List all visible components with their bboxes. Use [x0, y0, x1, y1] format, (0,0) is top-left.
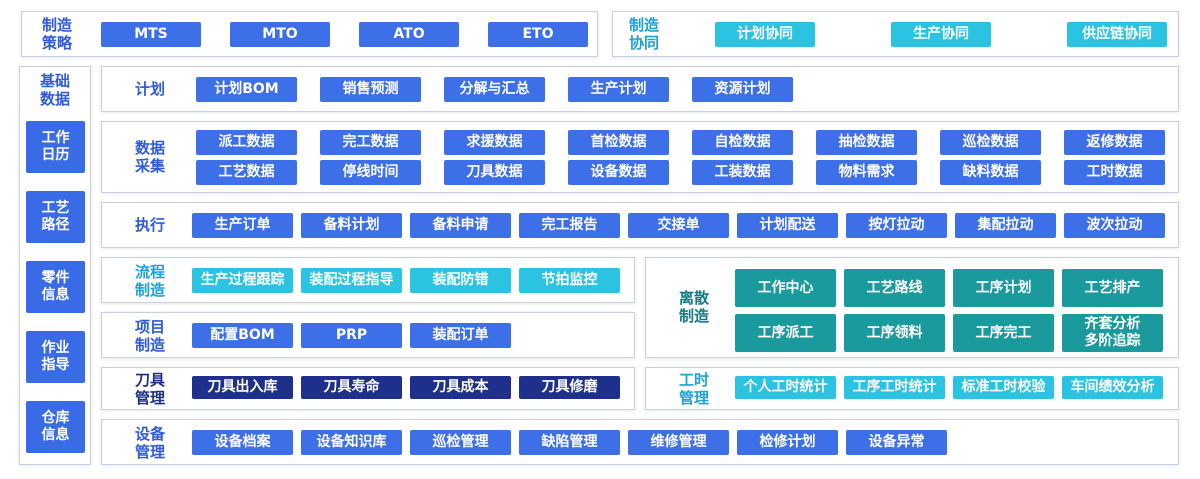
collect-equipment[interactable]: 设备数据: [568, 160, 669, 185]
flow-takt[interactable]: 节拍监控: [519, 268, 620, 293]
collect-rework[interactable]: 返修数据: [1064, 130, 1165, 155]
sidebar-item-parts[interactable]: 零件 信息: [26, 261, 85, 313]
hours-performance[interactable]: 车间绩效分析: [1062, 376, 1163, 399]
equip-patrol[interactable]: 巡检管理: [410, 430, 511, 455]
plan-item-production[interactable]: 生产计划: [568, 77, 669, 102]
project-assembly-order[interactable]: 装配订单: [410, 323, 511, 348]
collect-dispatch[interactable]: 派工数据: [196, 130, 297, 155]
equip-archive[interactable]: 设备档案: [192, 430, 293, 455]
tool-regrind[interactable]: 刀具修磨: [519, 376, 620, 399]
plan-item-resource[interactable]: 资源计划: [692, 77, 793, 102]
project-panel: [101, 312, 635, 358]
flow-label: 流程 制造: [134, 263, 165, 299]
strategy-eto[interactable]: ETO: [488, 22, 588, 47]
hours-standard[interactable]: 标准工时校验: [953, 376, 1054, 399]
discrete-work-center[interactable]: 工作中心: [735, 269, 836, 307]
sidebar-item-calendar[interactable]: 工作 日历: [26, 121, 85, 173]
discrete-schedule[interactable]: 工艺排产: [1062, 269, 1163, 307]
project-prp[interactable]: PRP: [301, 323, 402, 348]
collab-supply-chain[interactable]: 供应链协同: [1067, 22, 1167, 47]
exec-kitting[interactable]: 集配拉动: [955, 213, 1056, 238]
exec-prep-request[interactable]: 备料申请: [410, 213, 511, 238]
flow-assembly-guide[interactable]: 装配过程指导: [301, 268, 402, 293]
strategy-ato[interactable]: ATO: [359, 22, 459, 47]
exec-andon[interactable]: 按灯拉动: [846, 213, 947, 238]
discrete-label: 离散 制造: [678, 289, 709, 325]
collect-sample-check[interactable]: 抽检数据: [816, 130, 917, 155]
exec-handover[interactable]: 交接单: [628, 213, 729, 238]
collect-process[interactable]: 工艺数据: [196, 160, 297, 185]
collab-production[interactable]: 生产协同: [891, 22, 991, 47]
tool-life[interactable]: 刀具寿命: [301, 376, 402, 399]
strategy-label: 制造 策略: [41, 16, 72, 52]
sidebar-item-guide[interactable]: 作业 指导: [26, 331, 85, 383]
exec-label: 执行: [134, 216, 165, 234]
equip-defect[interactable]: 缺陷管理: [519, 430, 620, 455]
collect-tool[interactable]: 刀具数据: [444, 160, 545, 185]
plan-label: 计划: [134, 80, 165, 98]
exec-prep-plan[interactable]: 备料计划: [301, 213, 402, 238]
discrete-dispatch[interactable]: 工序派工: [735, 314, 836, 352]
sidebar-item-route[interactable]: 工艺 路径: [26, 191, 85, 243]
exec-order[interactable]: 生产订单: [192, 213, 293, 238]
equip-repair[interactable]: 维修管理: [628, 430, 729, 455]
plan-item-bom[interactable]: 计划BOM: [196, 77, 297, 102]
tool-label: 刀具 管理: [134, 371, 165, 407]
hours-operation[interactable]: 工序工时统计: [844, 376, 945, 399]
project-label: 项目 制造: [134, 318, 165, 354]
flow-track[interactable]: 生产过程跟踪: [192, 268, 293, 293]
hours-label: 工时 管理: [678, 371, 709, 407]
collect-help[interactable]: 求援数据: [444, 130, 545, 155]
discrete-pick[interactable]: 工序领料: [844, 314, 945, 352]
equip-anomaly[interactable]: 设备异常: [846, 430, 947, 455]
flow-mistake-proof[interactable]: 装配防错: [410, 268, 511, 293]
discrete-complete[interactable]: 工序完工: [953, 314, 1054, 352]
equip-maintenance-plan[interactable]: 检修计划: [737, 430, 838, 455]
discrete-route[interactable]: 工艺路线: [844, 269, 945, 307]
tool-cost[interactable]: 刀具成本: [410, 376, 511, 399]
collect-self-check[interactable]: 自检数据: [692, 130, 793, 155]
collect-first-check[interactable]: 首检数据: [568, 130, 669, 155]
exec-delivery[interactable]: 计划配送: [737, 213, 838, 238]
collect-shortage[interactable]: 缺料数据: [940, 160, 1041, 185]
sidebar-title: 基础 数据: [39, 72, 70, 108]
sidebar-item-warehouse[interactable]: 仓库 信息: [26, 401, 85, 453]
strategy-mto[interactable]: MTO: [230, 22, 330, 47]
plan-item-breakdown[interactable]: 分解与汇总: [444, 77, 545, 102]
collect-fixture[interactable]: 工装数据: [692, 160, 793, 185]
collect-hours[interactable]: 工时数据: [1064, 160, 1165, 185]
exec-wave[interactable]: 波次拉动: [1064, 213, 1165, 238]
equip-label: 设备 管理: [134, 425, 165, 461]
collab-plan[interactable]: 计划协同: [715, 22, 815, 47]
project-config-bom[interactable]: 配置BOM: [192, 323, 293, 348]
discrete-op-plan[interactable]: 工序计划: [953, 269, 1054, 307]
collect-complete[interactable]: 完工数据: [320, 130, 421, 155]
exec-complete-report[interactable]: 完工报告: [519, 213, 620, 238]
plan-item-forecast[interactable]: 销售预测: [320, 77, 421, 102]
tool-inout[interactable]: 刀具出入库: [192, 376, 293, 399]
collect-downtime[interactable]: 停线时间: [320, 160, 421, 185]
collab-label: 制造 协同: [628, 16, 659, 52]
collect-label: 数据 采集: [134, 139, 165, 175]
equip-knowledge[interactable]: 设备知识库: [301, 430, 402, 455]
collect-patrol[interactable]: 巡检数据: [940, 130, 1041, 155]
discrete-kit-trace[interactable]: 齐套分析 多阶追踪: [1062, 314, 1163, 352]
hours-personal[interactable]: 个人工时统计: [735, 376, 836, 399]
strategy-mts[interactable]: MTS: [101, 22, 201, 47]
collect-material[interactable]: 物料需求: [816, 160, 917, 185]
